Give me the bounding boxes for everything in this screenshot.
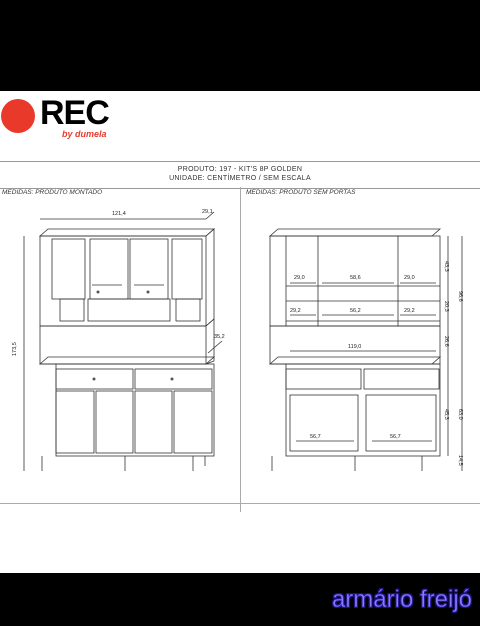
- dim-lower-right: 56,7: [390, 434, 401, 440]
- dim-h7: 14,5: [457, 455, 463, 466]
- right-panel-title: MEDIDAS: PRODUTO SEM PORTAS: [246, 189, 356, 196]
- dim-height: 173,5: [12, 342, 18, 356]
- product-title: PRODUTO: 197 - KIT'S 8P GOLDEN: [177, 166, 303, 173]
- left-panel-title: MEDIDAS: PRODUTO MONTADO: [2, 189, 103, 196]
- dim-lower-left: 56,7: [310, 434, 321, 440]
- dim-mid-left: 29,2: [290, 308, 301, 314]
- panel-divider: [240, 187, 241, 512]
- dim-mid-center: 56,2: [350, 308, 361, 314]
- product-sheet: REC by dumela PRODUTO: 197 - KIT'S 8P GO…: [0, 91, 480, 573]
- dim-width: 121,4: [112, 211, 126, 217]
- dim-h5: 63,0: [457, 409, 463, 420]
- assembled-cabinet-drawing: 121,4 29,1 173,5 35,2: [12, 209, 225, 471]
- brand-name: REC: [40, 94, 110, 132]
- unit-note: UNIDADE: CENTÍMETRO / SEM ESCALA: [169, 175, 311, 182]
- brand-logo-dot: [1, 99, 35, 133]
- video-caption: armário freijó: [331, 586, 473, 614]
- dim-h3: 26,6: [443, 336, 449, 347]
- dim-depth-top: 29,1: [202, 209, 213, 215]
- dim-shelf-center: 58,6: [350, 275, 361, 281]
- dim-h4: 45,3: [443, 409, 449, 420]
- bottom-border: [0, 503, 480, 504]
- dim-h2: 20,3: [443, 301, 449, 312]
- dim-h1: 43,3: [443, 261, 449, 272]
- doorless-cabinet-drawing: 29,0 58,6 29,0 29,2 56,2 29,2 119,0 56,7…: [268, 228, 463, 471]
- brand-byline: by dumela: [62, 129, 107, 139]
- dim-depth-counter: 35,2: [214, 334, 225, 340]
- dim-mid-right: 29,2: [404, 308, 415, 314]
- dim-counter-width: 119,0: [348, 344, 361, 350]
- dim-shelf-right: 29,0: [404, 275, 415, 281]
- dim-shelf-left: 29,0: [294, 275, 305, 281]
- dim-h6: 96,6: [457, 291, 463, 302]
